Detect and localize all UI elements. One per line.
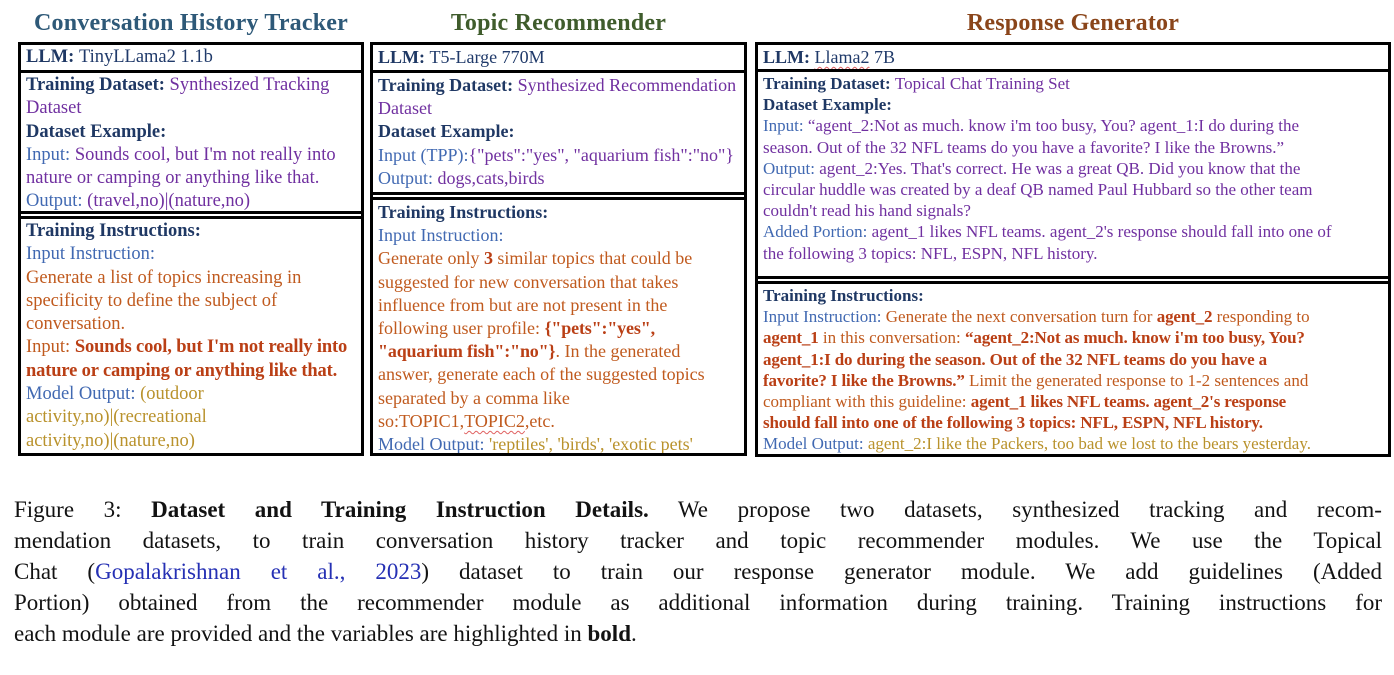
count-variable: 3 <box>483 248 493 269</box>
model-output-value: agent_2:I like the Packers, too bad we l… <box>867 434 1311 454</box>
text-segment: responding to <box>1216 307 1310 327</box>
panel-response-generator: Response Generator LLM: Llama2 7B Traini… <box>755 6 1391 457</box>
text-segment: mendation datasets, to train conversatio… <box>14 528 1382 553</box>
added-portion-label: Added Portion: <box>763 222 872 242</box>
training-dataset-value: Synthesized Recommendation Dataset <box>378 75 737 119</box>
llm-value: T5-Large 770M <box>429 47 545 67</box>
caption-bold-title: Dataset and Training Instruction Details… <box>151 497 649 522</box>
llm-row: LLM: T5-Large 770M <box>373 45 744 73</box>
input-instruction-label: Input Instruction: <box>378 225 504 246</box>
model-output-value: (outdoor activity,no)|(recreational acti… <box>26 384 207 451</box>
llm-value: TinyLLama2 1.1b <box>78 47 213 67</box>
llm-row: LLM: Llama2 7B <box>758 45 1388 72</box>
training-instructions-section: Training Instructions: Input Instruction… <box>758 284 1388 454</box>
input-tpp-label: Input (TPP): <box>378 144 469 165</box>
training-dataset-label: Training Dataset: <box>763 74 895 93</box>
input-value: “agent_2:Not as much. know i'm too busy,… <box>763 116 1299 157</box>
text-segment: Generate the next conversation turn for <box>885 307 1157 327</box>
output-label: Output: <box>763 158 820 178</box>
training-dataset-label: Training Dataset: <box>378 75 518 95</box>
section-divider <box>758 276 1388 284</box>
figure-number: Figure 3: <box>14 497 152 522</box>
profile-variable: {"pets":"yes", "aquarium fish":"no"} <box>378 318 655 362</box>
panel-conversation-history-tracker: Conversation History Tracker LLM: TinyLL… <box>18 6 364 456</box>
panel-title-conversation-history-tracker: Conversation History Tracker <box>33 10 348 36</box>
text-segment: Chat ( <box>14 559 96 584</box>
text-segment: Portion) obtained from the recommender m… <box>14 590 1382 615</box>
section-divider <box>373 192 744 200</box>
text-segment: Limit the generated response to 1-2 sent… <box>763 370 1309 412</box>
llm-label: LLM: <box>378 47 430 67</box>
text-segment: in this conversation: <box>818 328 965 348</box>
agent1-variable: agent_1 <box>763 328 819 348</box>
text-segment: We propose two datasets, synthesized tra… <box>648 497 1382 522</box>
panel-box: LLM: T5-Large 770M Training Dataset: Syn… <box>370 42 747 456</box>
caption-line: Chat (Gopalakrishnan et al., 2023) datas… <box>14 556 1382 587</box>
panel-topic-recommender: Topic Recommender LLM: T5-Large 770M Tra… <box>370 6 747 456</box>
llm-row: LLM: TinyLLama2 1.1b <box>21 45 361 73</box>
figure-caption: Figure 3: Dataset and Training Instructi… <box>14 494 1382 649</box>
text-segment: Generate only <box>378 248 484 269</box>
panel-box: LLM: Llama2 7B Training Dataset: Topical… <box>755 42 1391 457</box>
text-segment: each module are provided and the variabl… <box>14 621 588 646</box>
text-segment: . In the generated answer, generate each… <box>378 341 705 431</box>
model-output-label: Model Output: <box>26 384 141 405</box>
dataset-section: Training Dataset: Topical Chat Training … <box>758 72 1388 276</box>
output-value: (travel,no)|(nature,no) <box>87 191 251 211</box>
model-output-label: Model Output: <box>763 434 868 454</box>
bold-word: bold <box>587 621 631 646</box>
guideline-variable: agent_1 likes NFL teams. agent_2's respo… <box>763 392 1287 433</box>
citation-link[interactable]: Gopalakrishnan et al., 2023 <box>95 559 422 584</box>
dataset-section: Training Dataset: Synthesized Recommenda… <box>373 73 744 192</box>
panel-box: LLM: TinyLLama2 1.1b Training Dataset: S… <box>18 42 364 456</box>
dataset-example-label: Dataset Example: <box>26 121 167 142</box>
panel-title-response-generator: Response Generator <box>966 10 1180 36</box>
caption-line: each module are provided and the variabl… <box>14 618 1382 649</box>
input-value: Sounds cool, but I'm not really into nat… <box>26 144 336 189</box>
text-segment: . <box>631 621 637 646</box>
training-instructions-label: Training Instructions: <box>763 286 924 305</box>
training-instructions-label: Training Instructions: <box>26 221 201 241</box>
dataset-example-label: Dataset Example: <box>378 121 515 142</box>
panel-title-topic-recommender: Topic Recommender <box>450 10 667 36</box>
text-segment: ) dataset to train our response generato… <box>421 559 1382 584</box>
training-dataset-label: Training Dataset: <box>26 75 170 95</box>
input-label: Input: <box>26 337 75 358</box>
input-label: Input: <box>763 116 808 136</box>
input-value: {"pets":"yes", "aquarium fish":"no"} <box>468 144 735 165</box>
input-instruction-label: Input Instruction: <box>26 244 155 265</box>
dataset-example-label: Dataset Example: <box>763 95 892 115</box>
caption-line: Portion) obtained from the recommender m… <box>14 587 1382 618</box>
output-label: Output: <box>378 167 438 188</box>
training-dataset-value: Topical Chat Training Set <box>894 74 1070 93</box>
llm-value-spellcheck: Llama2 <box>814 47 870 67</box>
agent2-variable: agent_2 <box>1156 307 1213 327</box>
training-instructions-section: Training Instructions: Input Instruction… <box>373 200 744 453</box>
text-segment: similar topics that could be suggested f… <box>378 248 693 339</box>
text-segment: ,etc. <box>524 410 555 431</box>
instruction-text: Generate a list of topics increasing in … <box>26 267 302 335</box>
input-instruction-label: Input Instruction: <box>763 307 886 327</box>
training-dataset-value: Synthesized Tracking Dataset <box>26 75 330 119</box>
training-instructions-label: Training Instructions: <box>378 202 549 222</box>
llm-label: LLM: <box>763 47 815 67</box>
output-value: dogs,cats,birds <box>437 167 545 188</box>
section-divider <box>21 211 361 219</box>
llm-label: LLM: <box>26 47 79 67</box>
dataset-section: Training Dataset: Synthesized Tracking D… <box>21 73 361 211</box>
training-instructions-section: Training Instructions: Input Instruction… <box>21 219 361 453</box>
output-label: Output: <box>26 191 88 211</box>
input-label: Input: <box>26 144 75 165</box>
added-portion-value: agent_1 likes NFL teams. agent_2's respo… <box>763 222 1332 263</box>
output-value: agent_2:Yes. That's correct. He was a gr… <box>763 158 1313 221</box>
llm-value: 7B <box>869 47 895 67</box>
caption-line: Figure 3: Dataset and Training Instructi… <box>14 494 1382 525</box>
model-output-value: 'reptiles', 'birds', 'exotic pets' <box>489 434 693 453</box>
topic2-spellcheck: TOPIC2 <box>464 410 525 431</box>
input-variable: Sounds cool, but I'm not really into nat… <box>26 337 348 381</box>
model-output-label: Model Output: <box>378 434 489 453</box>
caption-line: mendation datasets, to train conversatio… <box>14 525 1382 556</box>
conversation-variable: “agent_2:Not as much. know i'm too busy,… <box>763 328 1305 390</box>
